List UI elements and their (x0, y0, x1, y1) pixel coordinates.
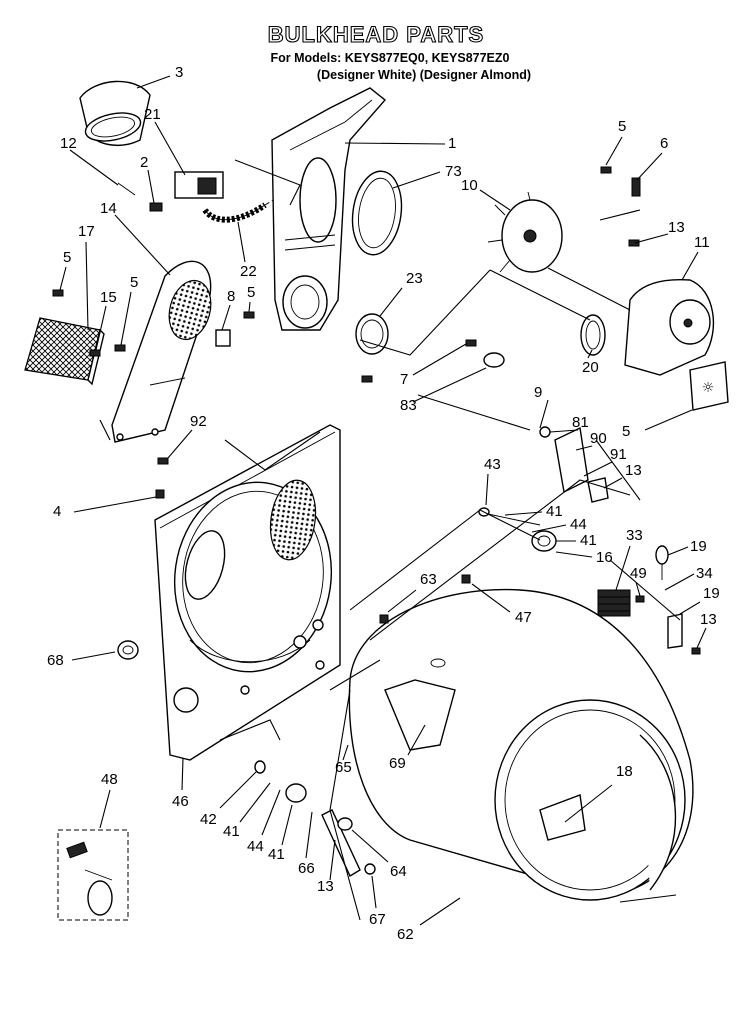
callout-83: 9 (534, 384, 542, 401)
callout-8: 8 (227, 288, 235, 305)
part-1-bulkhead-panel (271, 87, 387, 331)
diagram-title: BULKHEAD PARTS (268, 22, 484, 47)
part-81-90-door-switch (539, 426, 609, 503)
models-line: For Models: KEYS877EQ0, KEYS877EZ0 (271, 51, 510, 65)
callout-10: 10 (461, 177, 478, 194)
callout-41-mid: 16 (596, 549, 613, 566)
callout-12: 12 (60, 135, 77, 152)
callout-16: 33 (626, 527, 643, 544)
svg-text:☼: ☼ (702, 380, 715, 396)
callout-43: 41 (546, 503, 563, 520)
callout-15: 15 (100, 289, 117, 306)
callout-33: 19 (690, 538, 707, 555)
callout-69: 18 (616, 763, 633, 780)
fasteners (52, 166, 701, 655)
callout-66: 65 (335, 759, 352, 776)
callout-73: 73 (445, 163, 462, 180)
part-14-lint-duct (111, 260, 212, 443)
variants-line: (Designer White) (Designer Almond) (317, 68, 531, 82)
callout-1: 1 (448, 135, 456, 152)
callout-47: 68 (47, 652, 64, 669)
callout-41-lower: 66 (298, 860, 315, 877)
callout-92: 81 (572, 414, 589, 431)
callout-44-lower: 41 (268, 846, 285, 863)
callout-48: 46 (172, 793, 189, 810)
part-9-blower-seal (580, 314, 606, 356)
part-47-glide (117, 640, 139, 660)
callout-3: 3 (175, 64, 183, 81)
part-16-terminal-block (597, 589, 631, 617)
callout-5-top-right: 5 (618, 118, 626, 135)
part-21-thermal-fuse (174, 171, 224, 199)
callout-13-blower: 13 (668, 219, 685, 236)
callout-13-bottom: 67 (369, 911, 386, 928)
callout-20: 5 (622, 423, 630, 440)
callout-5-sensor: 5 (247, 284, 255, 301)
callout-5-mid: 5 (130, 274, 138, 291)
callout-63: 47 (515, 609, 532, 626)
callout-17: 17 (78, 223, 95, 240)
callout-5-bottom: 7 (400, 371, 408, 388)
callout-18: 48 (101, 771, 118, 788)
part-10-blower-wheel (487, 191, 563, 273)
callout-90: 91 (610, 446, 627, 463)
callout-41-upper: 44 (570, 516, 587, 533)
guide-lines (99, 159, 681, 921)
callout-4: 43 (484, 456, 501, 473)
callout-42: 41 (223, 823, 240, 840)
callout-14: 14 (100, 200, 117, 217)
part-7-6-small-parts (483, 177, 641, 368)
callout-19-upper: 49 (630, 565, 647, 582)
callout-5-duct: 92 (190, 413, 207, 430)
part-23-seal-ring (355, 313, 389, 355)
part-8-sensor (215, 329, 231, 347)
callout-13-left: 4 (53, 503, 61, 520)
callout-67: 62 (397, 926, 414, 943)
callout-41-lower-left: 44 (247, 838, 264, 855)
callout-6: 6 (660, 135, 668, 152)
part-11-blower-housing (624, 278, 715, 376)
callout-46: 42 (200, 811, 217, 828)
callout-34: 19 (703, 585, 720, 602)
part-12-2-fasteners (117, 182, 163, 212)
callout-64: 13 (317, 878, 334, 895)
part-33-49-34 (655, 545, 683, 649)
callout-5-left: 5 (63, 249, 71, 266)
part-20-label: ☼ (689, 361, 729, 411)
callout-65: 64 (390, 863, 407, 880)
callout-49: 34 (696, 565, 713, 582)
callout-9: 20 (582, 359, 599, 376)
callout-91: 13 (625, 462, 642, 479)
callout-13-center: 63 (420, 571, 437, 588)
callout-11: 11 (694, 234, 710, 251)
callout-19-lower: 13 (700, 611, 717, 628)
part-rear-support-roller (254, 760, 376, 878)
callout-44-upper: 41 (580, 532, 597, 549)
callout-21: 21 (144, 106, 161, 123)
callouts: 3 21 1 73 12 2 14 22 10 5 6 13 11 17 5 1… (47, 64, 720, 943)
callout-81: 90 (590, 430, 607, 447)
callout-22: 22 (240, 263, 257, 280)
callout-2: 2 (140, 154, 148, 171)
part-3-duct (79, 80, 151, 146)
part-18-harness-kit (57, 829, 129, 921)
part-73-seal (351, 170, 403, 256)
callout-23: 23 (406, 270, 423, 287)
part-drum (348, 588, 694, 901)
callout-68: 69 (389, 755, 406, 772)
part-front-bulkhead (154, 424, 341, 761)
part-17-lint-screen (24, 317, 105, 386)
callout-7: 83 (400, 397, 417, 414)
